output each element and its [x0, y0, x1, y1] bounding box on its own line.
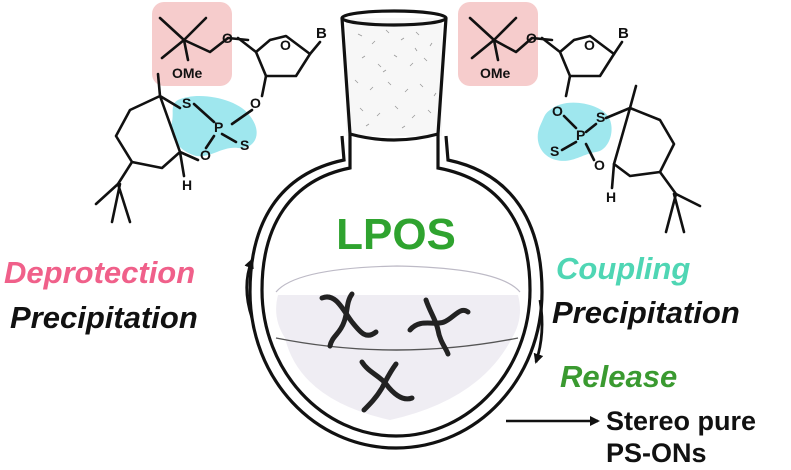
- left-p: P: [214, 119, 223, 135]
- coupling-label: Coupling: [556, 251, 690, 286]
- right-o-ether: O: [526, 30, 537, 46]
- right-h: H: [606, 189, 616, 205]
- product-label-line2: PS-ONs: [606, 438, 707, 468]
- right-base: B: [618, 25, 629, 42]
- left-monomer: OMe O O B O S P S O H: [94, 2, 327, 224]
- flask-body-outer: [248, 135, 544, 450]
- right-s-terminal: S: [550, 143, 559, 159]
- solution-meniscus: [275, 337, 519, 351]
- neck-joint: [349, 132, 439, 142]
- chain-cluster-1: [319, 291, 379, 349]
- cycle-arrow-right: [533, 299, 544, 364]
- left-ome: OMe: [172, 65, 203, 81]
- flask-body: [260, 134, 532, 438]
- product-label-line1: Stereo pure: [606, 406, 756, 436]
- right-o-sugar: O: [584, 37, 595, 53]
- solution-surface: [275, 265, 521, 293]
- left-o-3prime: O: [250, 95, 261, 111]
- right-o-3prime: O: [552, 103, 563, 119]
- left-base: B: [316, 25, 327, 42]
- left-s-terminal: S: [240, 137, 249, 153]
- oligonucleotide-chains: [319, 291, 471, 413]
- chain-cluster-2: [407, 297, 471, 357]
- deprotection-label: Deprotection: [4, 255, 195, 290]
- right-oxathiaphospholane-highlight: [537, 102, 612, 161]
- left-o-ring: O: [200, 147, 211, 163]
- left-h: H: [182, 177, 192, 193]
- left-o-ether: O: [222, 30, 233, 46]
- left-o-sugar: O: [280, 37, 291, 53]
- right-precipitation-label: Precipitation: [552, 295, 740, 330]
- lpos-label: LPOS: [336, 210, 456, 259]
- neck-texture: [354, 29, 437, 129]
- right-protecting-group-highlight: [458, 2, 538, 86]
- flask-neck-fill: [346, 18, 442, 136]
- right-monomer: OMe O O B O P S S O H: [458, 2, 702, 234]
- left-s-ring: S: [182, 95, 191, 111]
- left-precipitation-label: Precipitation: [10, 300, 198, 335]
- round-bottom-flask: [248, 9, 544, 450]
- right-o-ring: O: [594, 157, 605, 173]
- cycle-arrow-left: [244, 258, 254, 319]
- flask-neck: [340, 17, 448, 135]
- right-p: P: [576, 127, 585, 143]
- release-label: Release: [560, 359, 677, 394]
- chain-cluster-3: [359, 359, 415, 413]
- right-ome: OMe: [480, 65, 511, 81]
- right-s-ring: S: [596, 109, 605, 125]
- solution: [276, 295, 520, 420]
